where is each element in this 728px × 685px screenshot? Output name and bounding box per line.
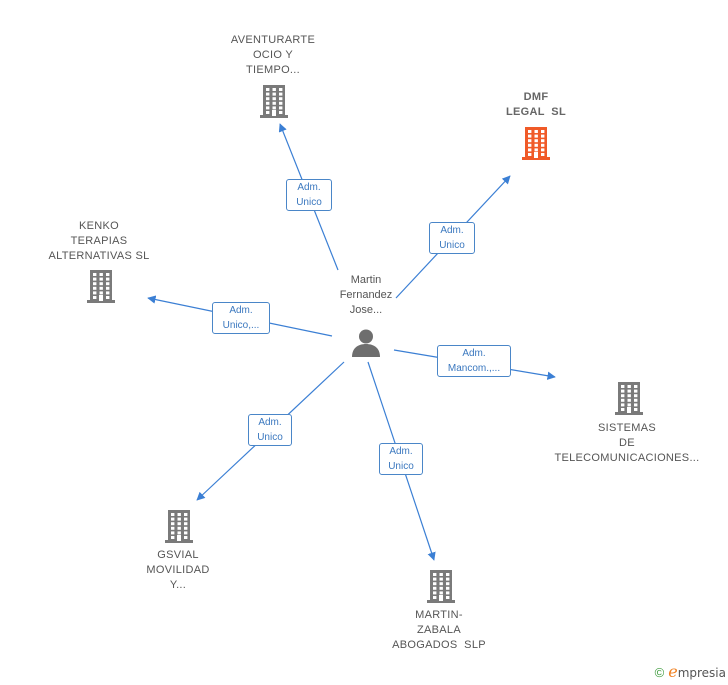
edge-role: Adm.: [297, 182, 321, 193]
edge-label-sistemas[interactable]: Adm. Mancom.,...: [437, 345, 511, 377]
company-label-aventurarte[interactable]: AVENTURARTE OCIO Y TIEMPO...: [214, 33, 332, 78]
brand-logo-e: e: [668, 662, 678, 681]
label-line: TIEMPO...: [245, 64, 301, 76]
company-label-sistemas[interactable]: SISTEMAS DE TELECOMUNICACIONES...: [546, 421, 708, 466]
building-icon-kenko[interactable]: [86, 269, 116, 303]
edge-label-aventurarte[interactable]: Adm. Unico: [286, 179, 332, 211]
center-name-line: Jose...: [349, 304, 383, 316]
edge-label-dmf[interactable]: Adm. Unico: [429, 222, 475, 254]
label-line: SISTEMAS: [597, 422, 657, 434]
footer-brand[interactable]: ©empresia: [655, 662, 726, 681]
label-line: TERAPIAS: [70, 235, 128, 247]
label-line: GSVIAL: [157, 549, 199, 561]
label-line: Y...: [169, 579, 187, 591]
edge-label-martinzabala[interactable]: Adm. Unico: [379, 443, 423, 475]
label-line: DE: [619, 437, 635, 449]
label-line: MARTIN-: [415, 609, 463, 621]
company-label-dmf[interactable]: DMF LEGAL SL: [482, 90, 590, 120]
center-name-line: Fernandez: [339, 289, 393, 301]
edge-role: Unico: [296, 197, 322, 208]
label-line: KENKO: [78, 220, 119, 232]
building-icon-aventurarte[interactable]: [259, 84, 289, 118]
building-icon-sistemas[interactable]: [614, 381, 644, 415]
label-line: AVENTURARTE: [230, 34, 316, 46]
building-icon-gsvial[interactable]: [164, 509, 194, 543]
edge-label-kenko[interactable]: Adm. Unico,...: [212, 302, 270, 334]
edge-role: Unico: [439, 240, 465, 251]
building-icon-martinzabala[interactable]: [426, 569, 456, 603]
edge-role: Unico: [257, 432, 283, 443]
label-line: LEGAL SL: [506, 106, 566, 118]
edge-role: Unico: [388, 461, 414, 472]
company-label-gsvial[interactable]: GSVIAL MOVILIDAD Y...: [128, 548, 228, 593]
person-icon[interactable]: [350, 328, 382, 358]
copyright-icon: ©: [654, 665, 665, 680]
edge-role: Adm.: [229, 305, 253, 316]
label-line: TELECOMUNICACIONES...: [554, 452, 700, 464]
label-line: ABOGADOS SLP: [392, 639, 486, 651]
edge-role: Adm.: [389, 446, 413, 457]
edge-role: Mancom.,...: [447, 363, 501, 374]
label-line: OCIO Y: [252, 49, 294, 61]
brand-name: mpresia: [677, 666, 726, 680]
edge-role: Adm.: [440, 225, 464, 236]
label-line: DMF: [523, 91, 549, 103]
edge-role: Adm.: [462, 348, 486, 359]
edge-role: Adm.: [258, 417, 282, 428]
edge-role: Unico,...: [222, 320, 260, 331]
company-label-martinzabala[interactable]: MARTIN- ZABALA ABOGADOS SLP: [380, 608, 498, 653]
edge-label-gsvial[interactable]: Adm. Unico: [248, 414, 292, 446]
center-name-line: Martin: [350, 274, 382, 286]
building-icon-dmf[interactable]: [521, 126, 551, 160]
label-line: MOVILIDAD: [146, 564, 210, 576]
center-person-name[interactable]: Martin Fernandez Jose...: [322, 273, 410, 318]
label-line: ALTERNATIVAS SL: [48, 250, 150, 262]
label-line: ZABALA: [417, 624, 461, 636]
company-label-kenko[interactable]: KENKO TERAPIAS ALTERNATIVAS SL: [36, 219, 162, 264]
